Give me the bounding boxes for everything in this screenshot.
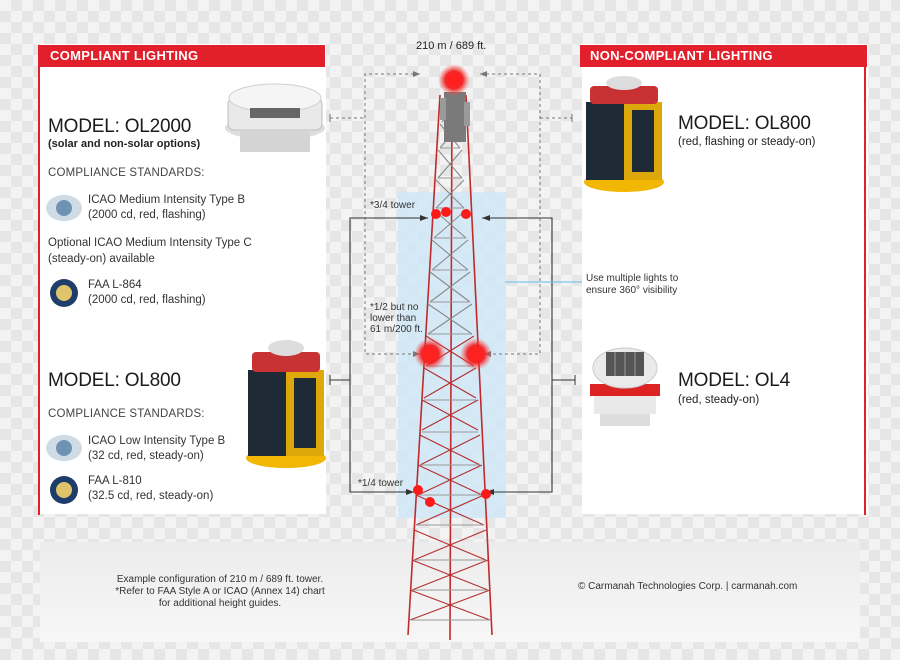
ol800-faa-line2: (32.5 cd, red, steady-on) — [88, 490, 214, 502]
ol4-lamp-image — [590, 347, 660, 426]
ol800-icao-line1: ICAO Low Intensity Type B — [88, 435, 226, 447]
ol2000-icao-line1: ICAO Medium Intensity Type B — [88, 194, 246, 206]
tower-rungs — [410, 147, 490, 621]
multiple-lights-line2: ensure 360° visibility — [586, 285, 678, 296]
multiple-lights-line1: Use multiple lights to — [586, 273, 679, 284]
ol800-lamp-image-right — [584, 76, 664, 192]
ol2000-model-title: MODEL: OL2000 — [48, 116, 192, 137]
faa-seal-icon-2 — [50, 476, 78, 504]
half-label-line3: 61 m/200 ft. — [370, 324, 423, 335]
half-label-line1: *1/2 but no — [370, 302, 419, 313]
ol800-icao-line2: (32 cd, red, steady-on) — [88, 450, 204, 462]
icao-emblem-icon-2 — [46, 435, 82, 461]
antenna-mast — [444, 92, 466, 142]
ol800-model-title: MODEL: OL800 — [48, 370, 181, 391]
compliant-border — [38, 45, 40, 515]
low-bracket-left — [330, 217, 428, 493]
obstruction-lights — [413, 64, 492, 507]
ol2000-faa-line2: (2000 cd, red, flashing) — [88, 294, 206, 306]
ol800-standards-title: COMPLIANCE STANDARDS: — [48, 408, 205, 420]
nc-ol800-subtitle: (red, flashing or steady-on) — [678, 136, 816, 148]
ol800-faa-line1: FAA L-810 — [88, 475, 142, 487]
ol800-lamp-image-left — [246, 340, 326, 468]
three-quarter-label: *3/4 tower — [370, 200, 416, 211]
half-label-line2: lower than — [370, 313, 417, 324]
ol2000-optional-line1: Optional ICAO Medium Intensity Type C — [48, 237, 252, 249]
noncompliant-header: NON-COMPLIANT LIGHTING — [580, 45, 867, 67]
top-bracket-left — [330, 73, 420, 355]
tower-height-label: 210 m / 689 ft. — [416, 40, 487, 52]
quarter-label: *1/4 tower — [358, 478, 404, 489]
tower-bracing — [409, 335, 491, 621]
footer-note-line3: for additional height guides. — [158, 598, 282, 609]
copyright: © Carmanah Technologies Corp. | carmanah… — [578, 581, 798, 592]
ol2000-lamp-image — [225, 83, 325, 152]
compliant-header: COMPLIANT LIGHTING — [40, 45, 325, 67]
low-bracket-right — [482, 217, 575, 493]
nc-ol4-subtitle: (red, steady-on) — [678, 394, 760, 406]
ol2000-icao-line2: (2000 cd, red, flashing) — [88, 209, 206, 221]
footer-note-line2: *Refer to FAA Style A or ICAO (Annex 14)… — [115, 586, 325, 597]
nc-ol4-model-title: MODEL: OL4 — [678, 370, 791, 391]
top-bracket-right — [480, 73, 572, 355]
ol2000-subtitle: (solar and non-solar options) — [48, 138, 201, 150]
ol2000-faa-line1: FAA L-864 — [88, 279, 142, 291]
footer-note-line1: Example configuration of 210 m / 689 ft.… — [116, 574, 324, 585]
ol2000-standards-title: COMPLIANCE STANDARDS: — [48, 167, 205, 179]
nc-ol800-model-title: MODEL: OL800 — [678, 113, 811, 134]
icao-emblem-icon — [46, 195, 82, 221]
noncompliant-border — [864, 45, 866, 515]
ol2000-optional-line2: (steady-on) available — [48, 253, 155, 265]
faa-seal-icon — [50, 279, 78, 307]
